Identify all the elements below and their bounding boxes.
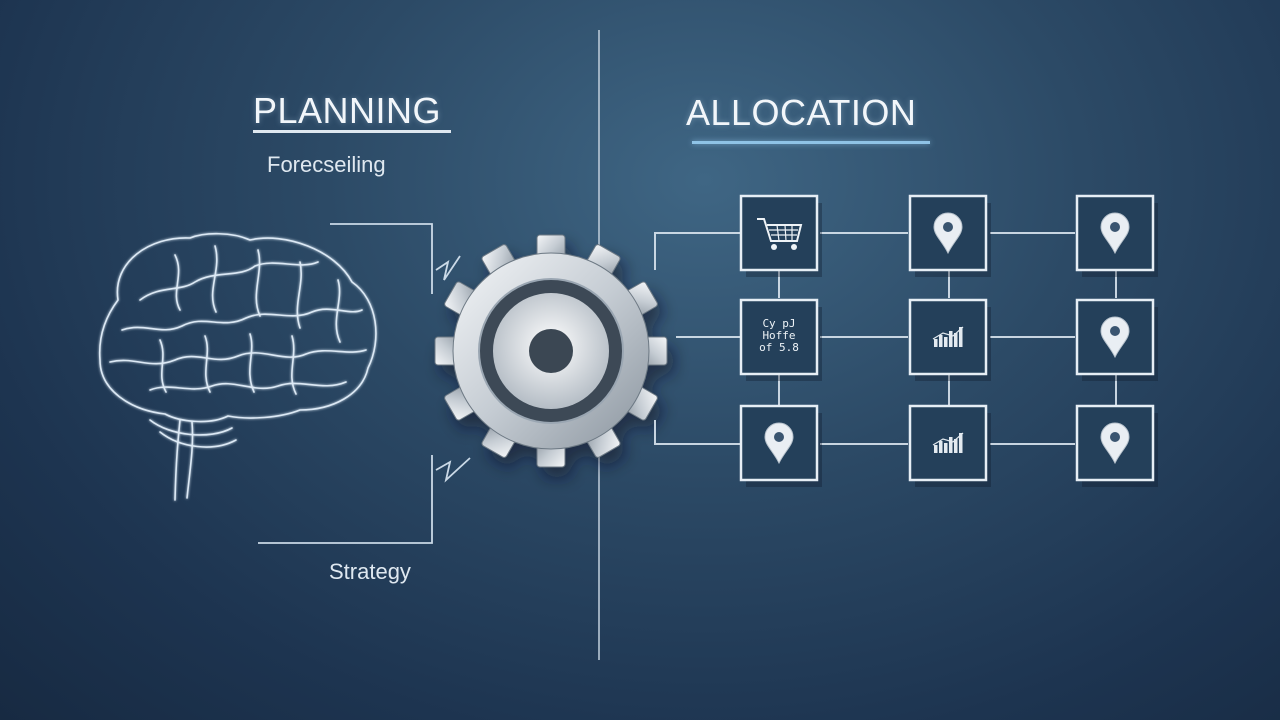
node-glyph-text: of 5.8 — [759, 341, 799, 354]
node-glyph-text: Cy pJ — [762, 317, 795, 330]
location-pin-icon — [1100, 212, 1130, 255]
allocation-connectors — [654, 232, 1117, 445]
location-pin-icon — [1100, 422, 1130, 465]
allocation-title-underline — [692, 141, 930, 144]
grid-node — [1075, 298, 1158, 381]
brain-icon — [98, 232, 377, 501]
planning-title-underline — [253, 130, 451, 133]
planning-connectors — [258, 223, 471, 544]
grid-node — [908, 194, 991, 277]
grid-node — [1075, 404, 1158, 487]
location-pin-icon — [933, 212, 963, 255]
grid-node — [908, 404, 991, 487]
planning-title: PLANNING — [253, 90, 442, 131]
location-pin-icon — [1100, 316, 1130, 359]
grid-node — [739, 404, 822, 487]
location-pin-icon — [764, 422, 794, 465]
bar-chart-icon — [932, 326, 964, 347]
node-glyph-text: Hoffe — [762, 329, 795, 342]
grid-node — [739, 194, 822, 277]
grid-node — [1075, 194, 1158, 277]
planning-subtitle: Forecseiling — [267, 152, 386, 177]
gear-icon — [434, 234, 668, 468]
strategy-label: Strategy — [329, 559, 411, 584]
grid-node — [908, 298, 991, 381]
allocation-title: ALLOCATION — [686, 92, 917, 133]
bar-chart-icon — [932, 432, 964, 453]
cart-icon — [757, 218, 803, 250]
